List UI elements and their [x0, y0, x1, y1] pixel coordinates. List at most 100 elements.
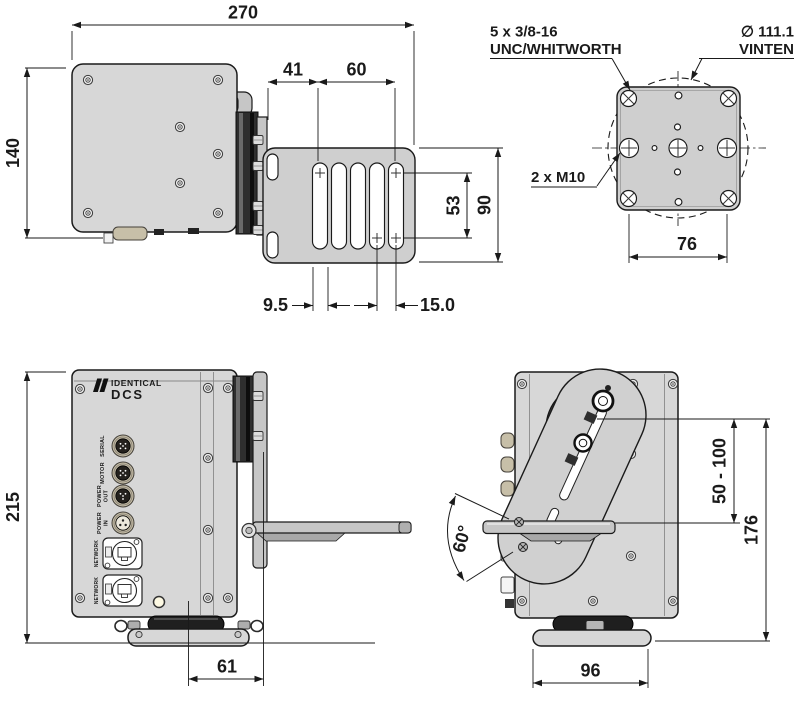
dim-base-offset: 61: [188, 452, 264, 686]
serial-label: SERIAL: [100, 435, 106, 457]
base-clip-left: [114, 619, 128, 633]
power-in-label-1: POWER: [97, 512, 103, 534]
side-connector-knob: [500, 432, 515, 449]
dim-53-label: 53: [444, 195, 464, 215]
power-out-label-1: POWER: [97, 485, 103, 507]
callout-unc-line2: UNC/WHITWORTH: [490, 41, 622, 58]
screw: [202, 524, 214, 536]
drum-shadow: [250, 113, 254, 233]
dim-60-label: 60: [346, 60, 366, 80]
side-connector-knob: [500, 480, 515, 497]
clip-mount: [237, 620, 251, 630]
screw: [174, 177, 186, 189]
side-connector-knob: [500, 456, 515, 473]
dim-9.5-label: 9.5: [263, 295, 288, 315]
pedestal-base-side: [532, 629, 652, 647]
screw: [625, 550, 637, 562]
callout-dia-line2: VINTEN: [739, 41, 794, 58]
side-nub: [505, 599, 514, 608]
camera-shelf-front: [252, 521, 412, 534]
thumbscrew-lower-center: [578, 438, 588, 448]
screw: [516, 595, 528, 607]
brand-name: IDENTICAL: [111, 378, 162, 388]
dim-140-label: 140: [3, 138, 23, 168]
vinten-bolt-circle: [607, 77, 749, 219]
clip-mount: [127, 620, 141, 630]
dim-slot-span: 60: [318, 60, 396, 161]
bottom-tab: [103, 232, 114, 244]
dim-base-width: 96: [532, 649, 649, 688]
screw: [202, 382, 214, 394]
brand-product: DCS: [111, 387, 144, 402]
bottom-bump: [188, 228, 199, 234]
arm-bolt: [252, 431, 264, 441]
screw: [202, 592, 214, 604]
side-network-edge: [500, 576, 515, 594]
dim-hole-spacing: 76: [628, 214, 728, 263]
dim-front-height: 215: [3, 371, 375, 644]
mount-slot-2: [330, 162, 348, 250]
slot-clamp-mark: [583, 411, 598, 424]
dim-overall-width: 270: [71, 3, 415, 145]
dim-slot-pitch: 15.0: [354, 245, 455, 315]
dim-176-label: 176: [742, 515, 762, 545]
shelf-knob-center: [245, 526, 253, 535]
plate-corner-slot: [266, 153, 279, 181]
thumbscrew-upper-center: [598, 396, 608, 406]
callout-diameter: ∅ 111.1 VINTEN: [690, 24, 794, 81]
screw: [667, 378, 679, 390]
screw: [82, 74, 94, 86]
dim-61-label: 61: [217, 657, 237, 677]
dim-60deg-label: 60°: [449, 523, 475, 554]
screw: [82, 207, 94, 219]
unc-holes: [619, 89, 738, 208]
callout-m10-label: 2 x M10: [531, 169, 585, 186]
network-connector-1: [102, 537, 143, 570]
dim-plate-height: 90: [419, 147, 503, 263]
view-side: 60° 50 - 100 176 96: [447, 368, 770, 688]
dim-90-label: 90: [475, 195, 495, 215]
center-hole-cross: [670, 140, 686, 156]
view-top-plan: 270 140 41 60 53 90: [3, 3, 503, 315]
camera-shelf-side: [482, 520, 616, 535]
brand-logo-icon: [99, 378, 109, 392]
flange-bolt: [252, 225, 264, 235]
flange-bolt: [252, 161, 264, 171]
drum-shadow: [246, 377, 250, 461]
screw: [74, 592, 86, 604]
m10-holes: [618, 137, 738, 159]
dim-slot-width: 9.5: [263, 267, 350, 315]
view-base-bottom: 76 5 x 3/8-16 UNC/WHITWORTH ∅ 111.1 VINT…: [490, 24, 794, 263]
brand-logo: IDENTICAL DCS: [93, 378, 162, 402]
base-latch: [585, 620, 605, 631]
screw: [202, 452, 214, 464]
bottom-connector: [112, 226, 148, 241]
dim-height-range: 50 - 100: [710, 419, 738, 523]
screw: [587, 595, 599, 607]
callout-m10: 2 x M10: [531, 152, 621, 188]
network-label-2: NETWORK: [94, 577, 100, 604]
dim-overall-height: 140: [3, 67, 103, 239]
screw: [74, 383, 86, 395]
brand-logo-icon: [93, 378, 102, 392]
power-in-connector: [111, 511, 135, 535]
motor-label: MOTOR: [100, 462, 106, 484]
dim-270-label: 270: [228, 3, 258, 23]
view-front: IDENTICAL DCS SERIAL MOTOR POWER OUT PO: [3, 369, 412, 686]
hole-center-marks: [315, 168, 401, 243]
pivot-screw: [518, 542, 528, 552]
drum-highlight: [236, 377, 240, 461]
arm-top-hole: [605, 385, 611, 391]
base-screw: [135, 630, 143, 639]
flange-bolt: [252, 135, 264, 145]
status-led: [152, 595, 166, 609]
base-screw: [234, 630, 242, 639]
motor-connector: [111, 461, 135, 485]
screw: [222, 592, 234, 604]
dim-41-label: 41: [283, 60, 303, 80]
dim-50-100-label: 50 - 100: [710, 438, 730, 504]
dim-96-label: 96: [580, 661, 600, 681]
dim-15.0-label: 15.0: [420, 295, 455, 315]
